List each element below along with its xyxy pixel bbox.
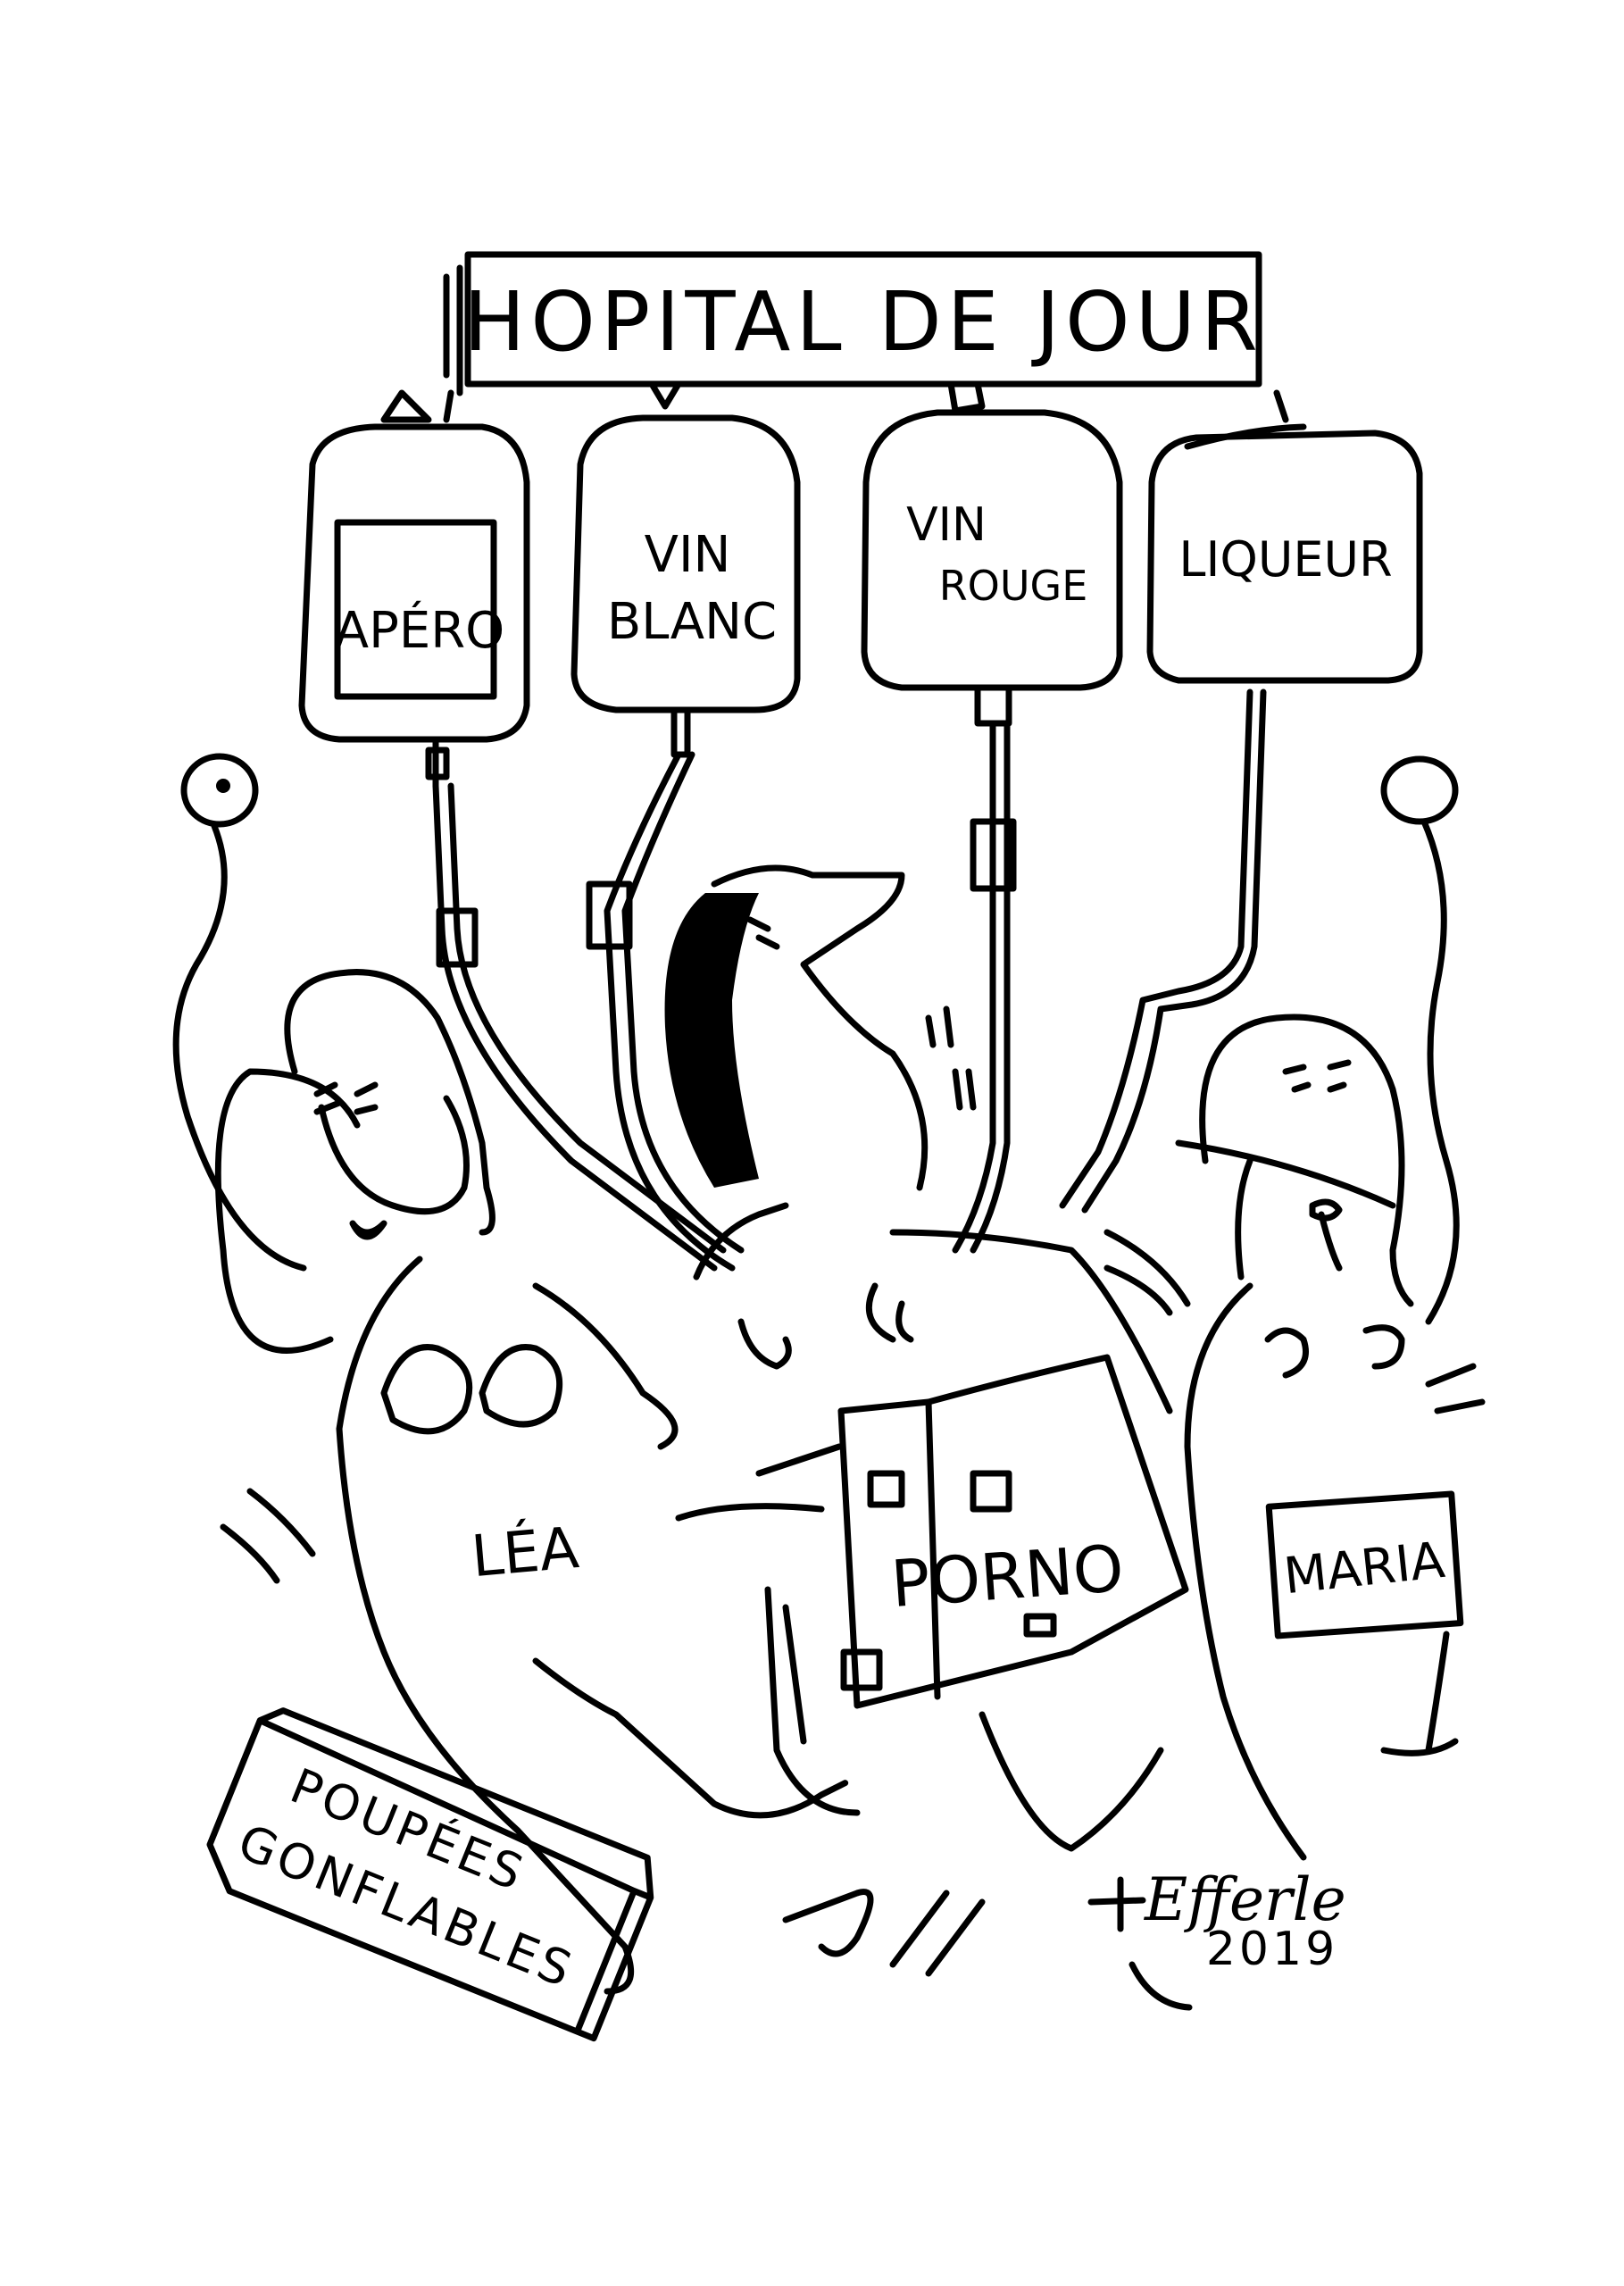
- box-inflatable-dolls: POUPÉES GONFLABLES: [206, 1707, 654, 2042]
- figure-maria: MARIA: [1184, 1014, 1486, 1861]
- drip-bag-liqueur: LIQUEUR: [1146, 389, 1423, 684]
- signature-name: Efferle: [1144, 1865, 1346, 1934]
- label-porno: PORNO: [888, 1531, 1126, 1622]
- figure-lea: LÉA: [214, 969, 874, 1995]
- drip-bag-vin-rouge: VIN ROUGE: [861, 380, 1123, 727]
- magazine-porno: PORNO: [837, 1354, 1189, 1709]
- bag-label-liqueur: LIQUEUR: [1178, 531, 1392, 588]
- figure-patient: [664, 864, 1173, 1852]
- signature-year: 2019: [1206, 1923, 1338, 1976]
- bag-label-vin-rouge-2: ROUGE: [939, 562, 1088, 610]
- label-maria: MARIA: [1281, 1531, 1447, 1606]
- artist-signature: Efferle 2019: [1087, 1865, 1346, 2011]
- bed-lines: [220, 1139, 1396, 1977]
- balloon-right: [1380, 755, 1460, 1325]
- balloon-left: [172, 753, 307, 1272]
- label-lea: LÉA: [469, 1514, 581, 1590]
- bag-label-vin-blanc-2: BLANC: [607, 593, 777, 651]
- drip-bag-apero: APÉRO: [298, 389, 530, 789]
- iv-tubes: [432, 688, 1267, 1272]
- drip-bag-vin-blanc: VIN BLANC: [570, 380, 801, 758]
- bag-label-vin-blanc-1: VIN: [645, 526, 731, 584]
- sign-title: HOPITAL DE JOUR: [463, 274, 1263, 370]
- bag-label-vin-rouge-1: VIN: [906, 498, 987, 552]
- bag-label-apero: APÉRO: [335, 602, 504, 660]
- hospital-sign: HOPITAL DE JOUR: [443, 251, 1263, 423]
